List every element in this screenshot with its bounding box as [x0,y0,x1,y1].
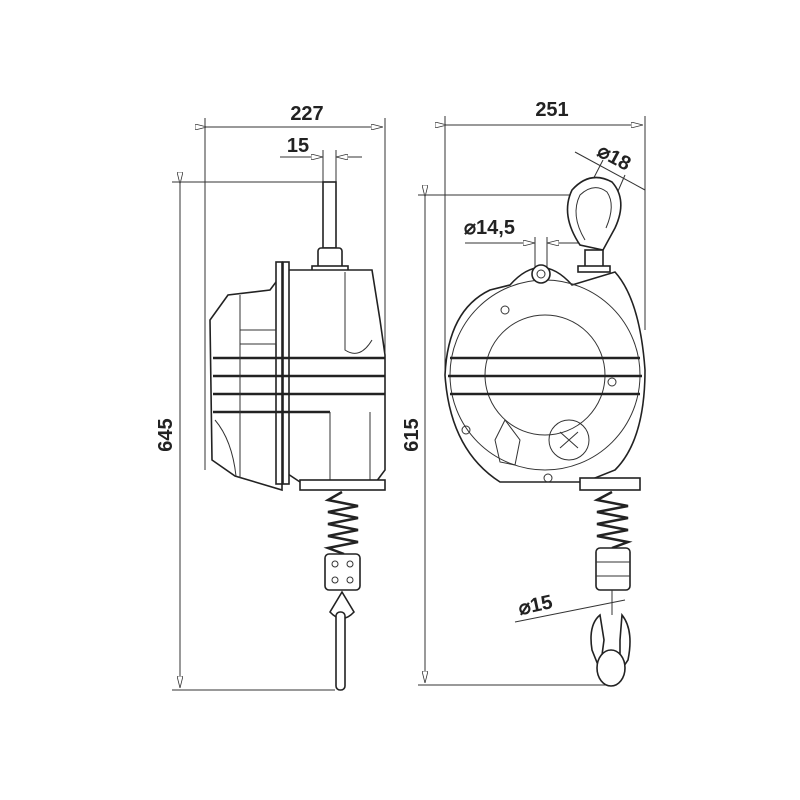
balancer-side-body [209,181,386,492]
rope-dimension-14-5: ⌀14,5 [464,217,580,268]
dim-645-label: 645 [155,418,177,451]
rod-dimension-15: 15 [280,135,362,182]
dim-14-5-label: ⌀14,5 [464,217,515,239]
height-dimension-645: 645 [155,182,335,691]
dim-615-label: 615 [401,418,423,451]
balancer-front-body [444,264,646,491]
side-spring-assembly [323,490,361,691]
side-view: 227 15 645 [155,103,386,691]
dim-15-label: 15 [287,135,309,157]
dim-227-label: 227 [290,103,323,125]
front-view: 251 ⌀18 ⌀14,5 615 [401,99,646,687]
front-spring-assembly [593,490,633,615]
snap-hook [590,612,631,687]
width-dimension-251: 251 [445,99,646,375]
width-dimension-227: 227 [205,103,386,470]
dim-18-label: ⌀18 [594,140,635,176]
height-dimension-615: 615 [401,195,612,686]
top-hook [566,176,622,273]
dim-251-label: 251 [535,99,568,121]
snap-hook-dimension-15: ⌀15 [514,591,626,623]
